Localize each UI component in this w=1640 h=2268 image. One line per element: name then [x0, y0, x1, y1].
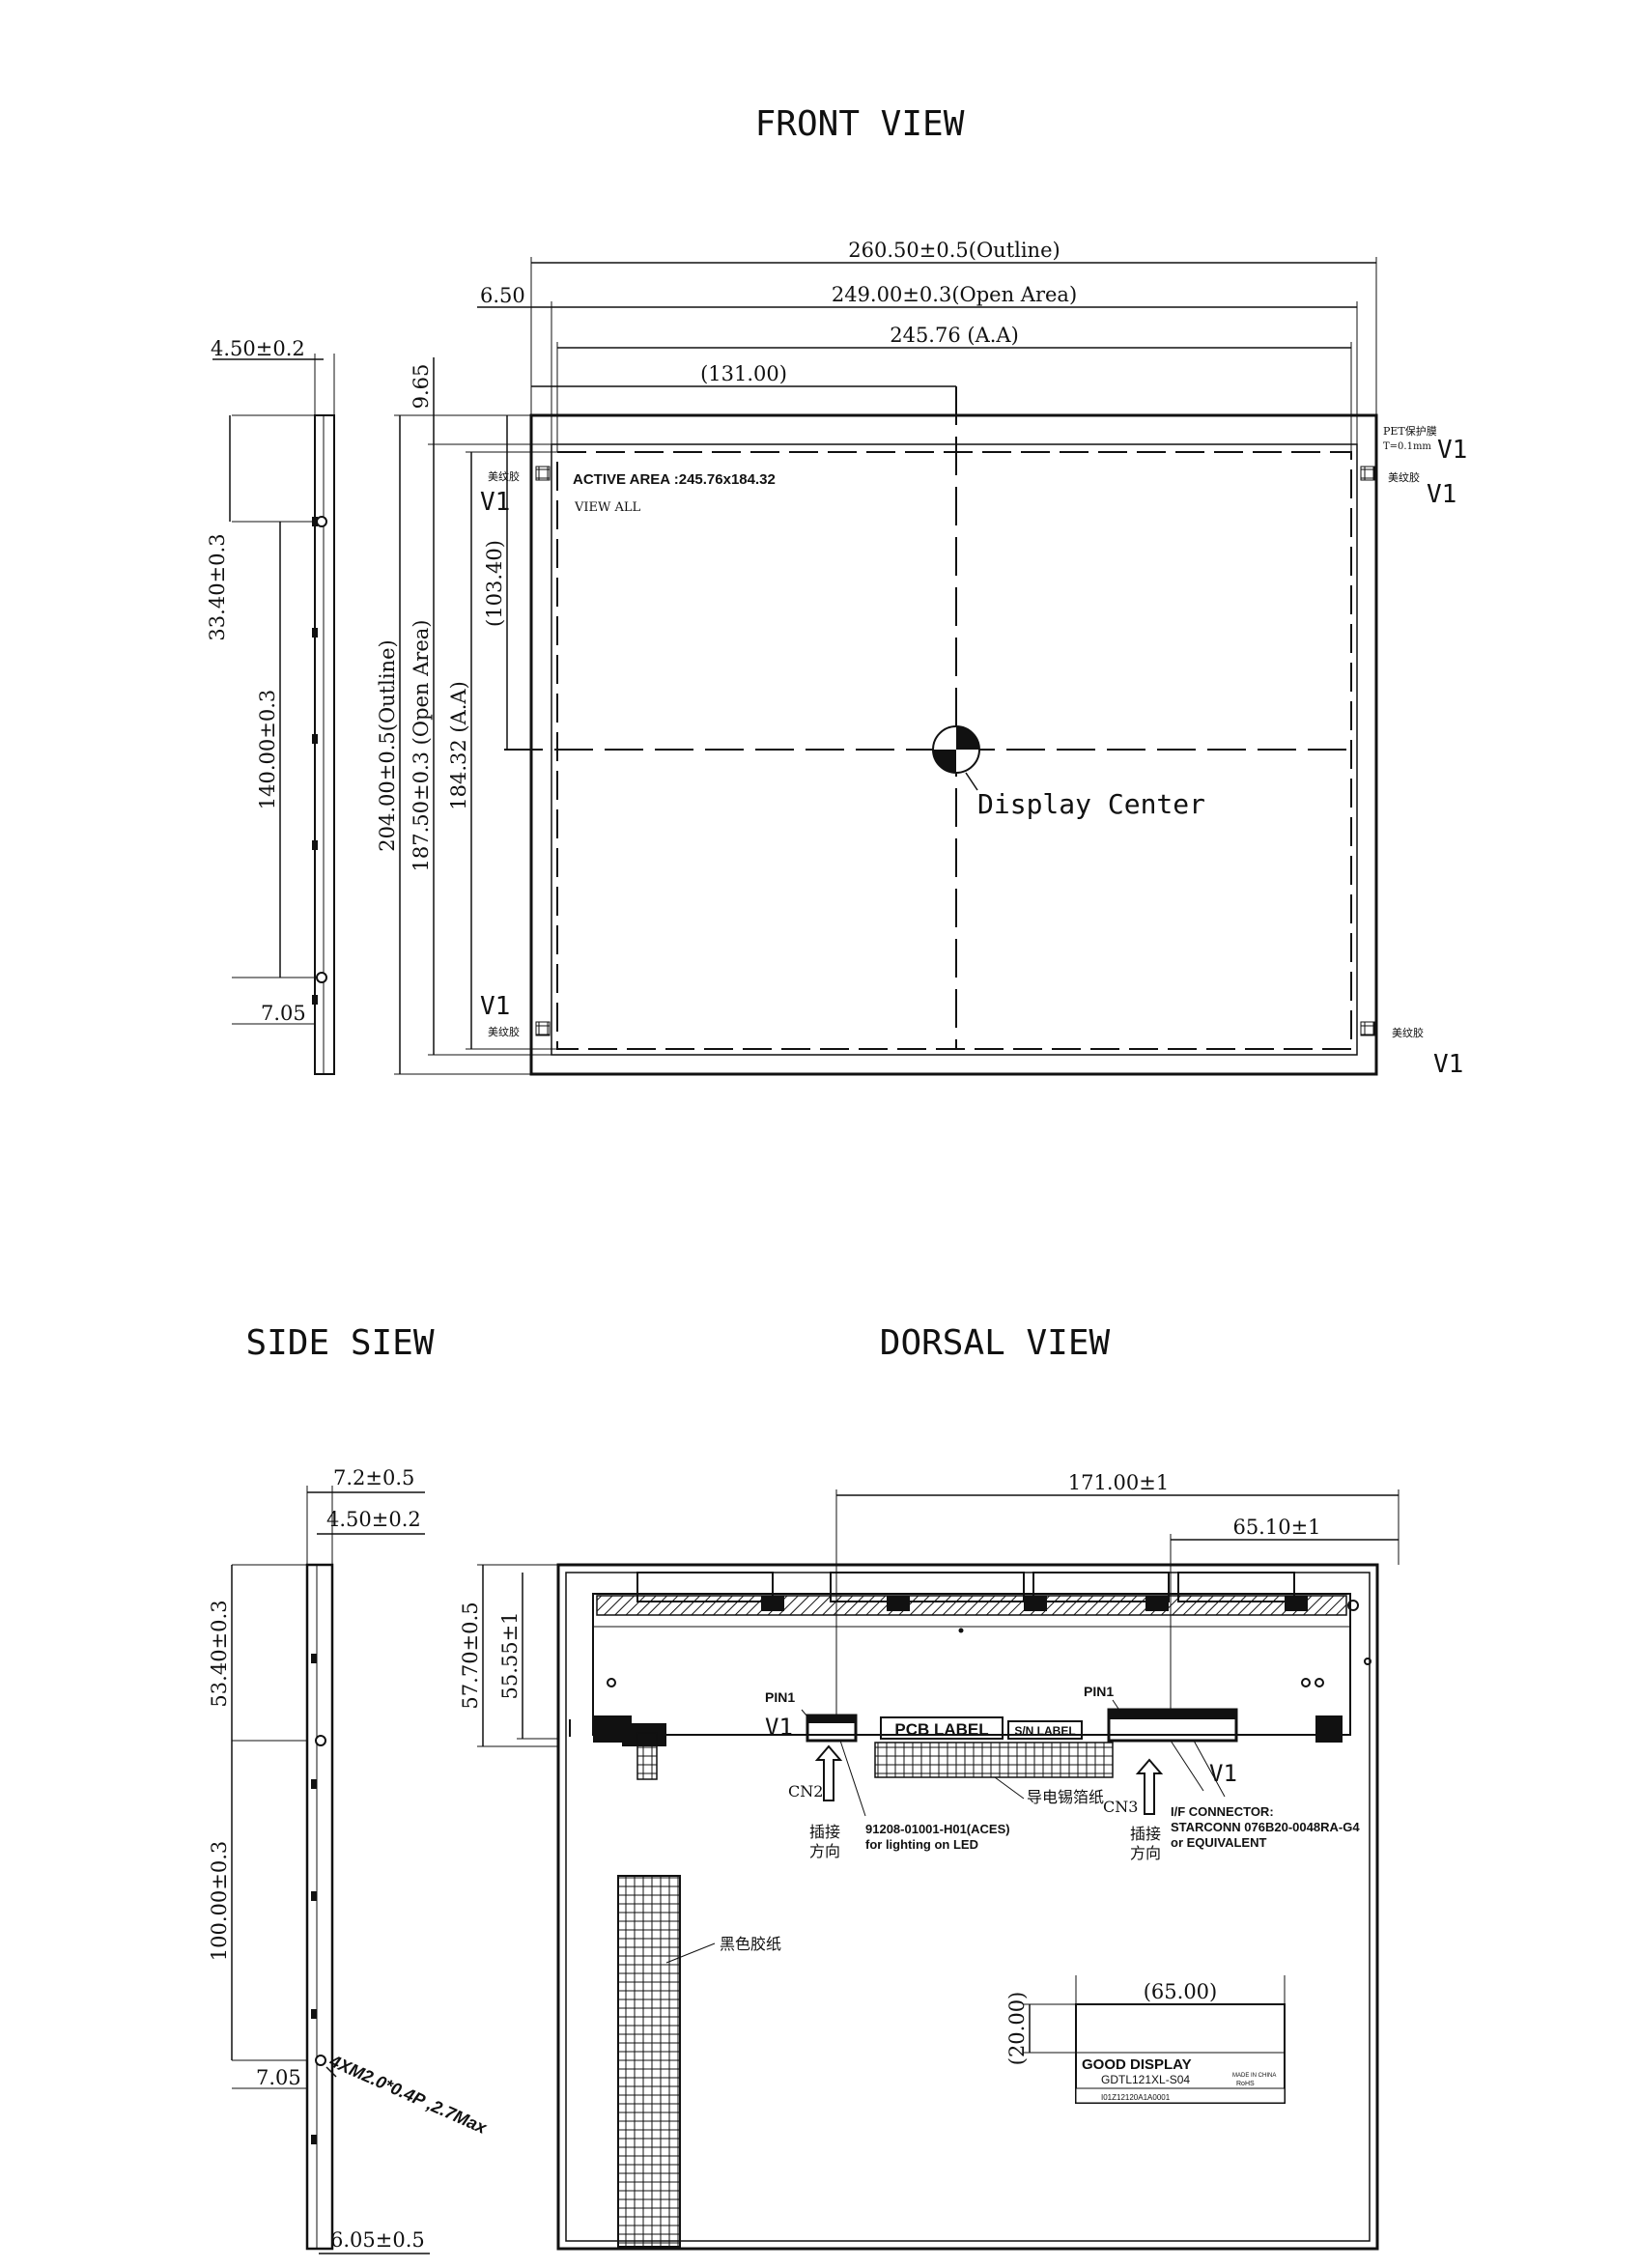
display-center-label: Display Center — [977, 788, 1205, 820]
thickness: 4.50±0.2 — [326, 1508, 421, 1531]
front-view-title: FRONT VIEW — [755, 104, 965, 144]
sn-label: S/N LABEL — [1014, 1724, 1075, 1738]
dim-bottom-side: 7.05 — [256, 2066, 301, 2089]
black-tape-strip — [617, 1875, 681, 2248]
sn-label-box — [1007, 1720, 1083, 1740]
screw-note: 4XM2.0*0.4P ,2.7Max — [325, 2051, 490, 2138]
dim-outline-height: 204.00±0.5(Outline) — [376, 639, 399, 851]
screw-hole-bottom — [315, 2055, 326, 2066]
dim-open-height: 187.50±0.3 (Open Area) — [410, 620, 433, 872]
side-view: SIDE SIEW 7.2±0.5 4.50±0.2 53.40±0.3 100… — [208, 1323, 491, 2254]
conductive-tape-label: 导电锡箔纸 — [1027, 1788, 1104, 1806]
panel-outline — [529, 413, 1378, 1076]
pcb-label-box — [880, 1716, 1004, 1740]
dim-171: 171.00±1 — [1068, 1471, 1169, 1494]
v1-cn3: V1 — [1209, 1760, 1237, 1787]
v1-br: V1 — [1433, 1050, 1463, 1079]
dim-hole1-side: 53.40±0.3 — [208, 1600, 231, 1707]
dim-top-offset: 9.65 — [410, 364, 433, 410]
total-thickness: 7.2±0.5 — [333, 1466, 414, 1489]
display-center-mark — [932, 725, 980, 791]
front-side-profile — [212, 354, 335, 1075]
label-made: MADE IN CHINA — [1232, 2073, 1276, 2079]
v1-tr-2: V1 — [1427, 480, 1456, 509]
dim-pitch-front: 140.00±0.3 — [256, 690, 279, 809]
tape-label-bl: 美纹胶 — [488, 1025, 520, 1038]
side-dims — [231, 1486, 430, 2254]
pet-film-line1: PET保护膜 — [1383, 424, 1437, 438]
dim-bottom-front: 7.05 — [261, 1002, 306, 1025]
dim-57-70: 57.70±0.5 — [459, 1602, 482, 1709]
dim-55-55: 55.55±1 — [498, 1611, 522, 1699]
bottom-thickness: 6.05±0.5 — [330, 2228, 425, 2252]
side-thickness-front: 4.50±0.2 — [211, 337, 305, 360]
led-connector-note-2: for lighting on LED — [865, 1837, 978, 1852]
front-view: FRONT VIEW Display Center ACTIVE AREA :2… — [206, 104, 1467, 1079]
label-width-dim: (65.00) — [1144, 1980, 1218, 2003]
front-dims-vertical — [394, 357, 557, 1075]
if-connector-note-3: or EQUIVALENT — [1171, 1835, 1266, 1850]
dim-pitch-side: 100.00±0.3 — [208, 1841, 231, 1961]
side-view-title: SIDE SIEW — [245, 1323, 434, 1363]
v1-tr-1: V1 — [1437, 436, 1467, 465]
cn2-insert-arrow — [814, 1744, 843, 1801]
cn2-insert-dir-1: 插接 — [809, 1823, 840, 1841]
cn2-insert-dir-2: 方向 — [809, 1842, 840, 1860]
v1-tl: V1 — [480, 488, 510, 517]
front-dims-horizontal — [477, 257, 1377, 452]
back-outline — [556, 1563, 1379, 2251]
pin1-cn3: PIN1 — [1084, 1684, 1114, 1699]
dim-65-10: 65.10±1 — [1232, 1516, 1320, 1539]
tape-top-left — [535, 466, 551, 481]
tape-label-br: 美纹胶 — [1392, 1026, 1424, 1039]
cn2-label: CN2 — [788, 1782, 823, 1800]
view-all-text: VIEW ALL — [574, 500, 641, 515]
dim-aa-height: 184.32 (A.A) — [447, 681, 470, 810]
if-connector-note-2: STARCONN 076B20-0048RA-G4 — [1171, 1820, 1360, 1834]
label-brand: GOOD DISPLAY — [1082, 2056, 1192, 2073]
label-model: GDTL121XL-S04 — [1101, 2073, 1190, 2086]
dorsal-view-title: DORSAL VIEW — [880, 1323, 1111, 1363]
led-connector-note-1: 91208-01001-H01(ACES) — [865, 1822, 1010, 1836]
v1-bl: V1 — [480, 992, 510, 1021]
dorsal-dims — [477, 1489, 1400, 1747]
cn3-label: CN3 — [1103, 1798, 1138, 1816]
tape-top-right — [1360, 466, 1375, 481]
tape-label-tl: 美纹胶 — [488, 469, 520, 483]
dim-offset-left: 6.50 — [480, 284, 525, 307]
side-profile-body — [305, 1563, 334, 2251]
screw-hole-top — [315, 1735, 326, 1746]
pcb-strip — [569, 1572, 1371, 1743]
dim-hole1-front: 33.40±0.3 — [206, 533, 229, 640]
cn3-insert-dir-1: 插接 — [1130, 1825, 1161, 1843]
dim-outline-width: 260.50±0.5(Outline) — [848, 239, 1060, 262]
pin1-cn2: PIN1 — [765, 1689, 795, 1705]
label-serial: I01Z12120A1A0001 — [1101, 2093, 1171, 2102]
dim-center-x: (131.00) — [700, 362, 787, 385]
if-connector-note-1: I/F CONNECTOR: — [1171, 1804, 1274, 1819]
v1-cn2: V1 — [765, 1714, 793, 1741]
dorsal-view: DORSAL VIEW — [459, 1323, 1400, 2251]
label-height-dim: (20.00) — [1005, 1992, 1029, 2066]
label-rohs: RoHS — [1236, 2081, 1255, 2087]
black-tape-label: 黑色胶纸 — [720, 1935, 781, 1953]
cn3-insert-dir-2: 方向 — [1130, 1844, 1161, 1862]
pcb-label: PCB LABEL — [894, 1720, 988, 1739]
active-area-text: ACTIVE AREA :245.76x184.32 — [573, 471, 776, 488]
tape-bottom-right — [1360, 1021, 1375, 1036]
conductive-tape — [874, 1742, 1114, 1778]
dim-open-width: 249.00±0.3(Open Area) — [832, 283, 1077, 306]
tape-bottom-left — [535, 1021, 551, 1036]
dim-center-y: (103.40) — [483, 540, 506, 627]
open-area — [551, 443, 1358, 1056]
product-label — [1024, 1975, 1286, 2104]
tape-label-tr: 美纹胶 — [1388, 470, 1420, 484]
pet-film-line2: T=0.1mm — [1383, 441, 1431, 452]
cn3-insert-arrow — [1135, 1758, 1164, 1815]
dim-aa-width: 245.76 (A.A) — [890, 324, 1019, 347]
